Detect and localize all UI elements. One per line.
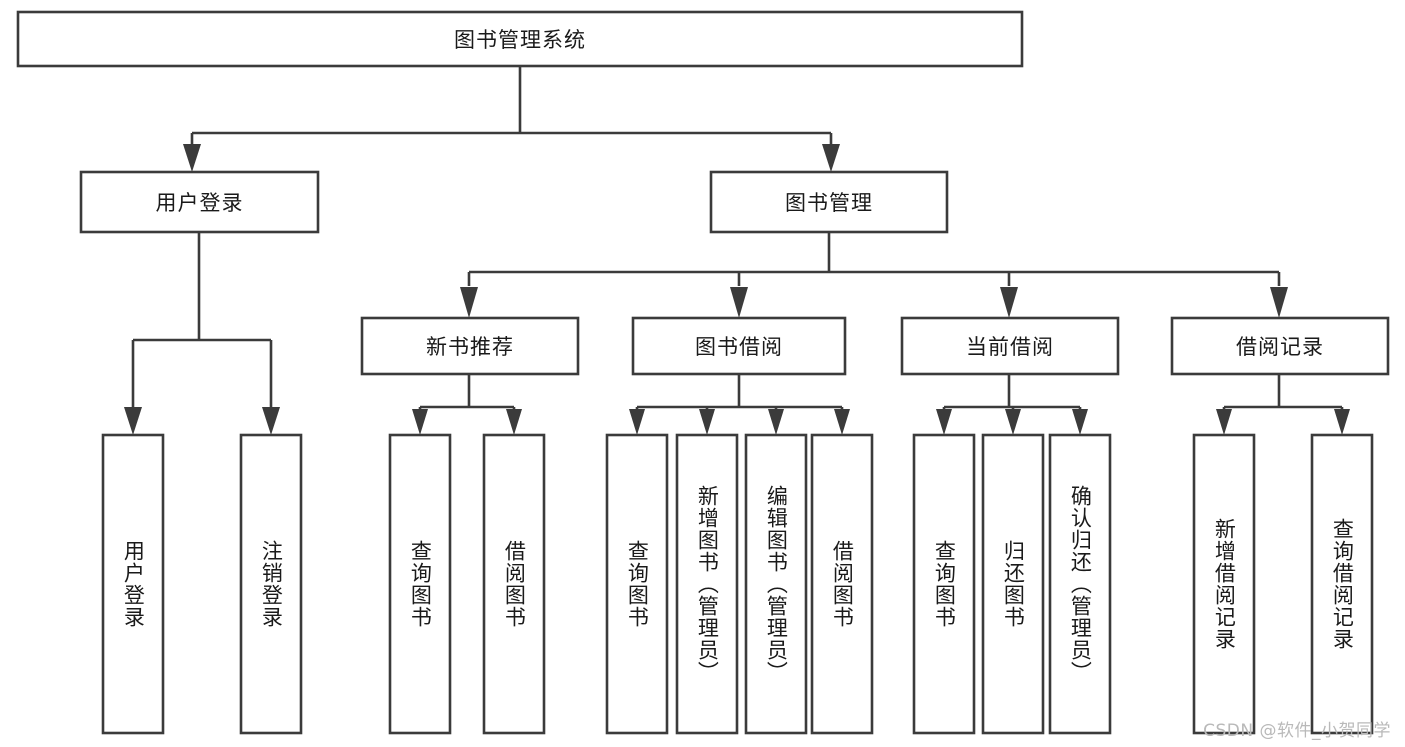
connector-newbook-to-leaves [412,374,522,435]
leaf-box[interactable] [482,433,546,735]
leaf-box[interactable] [810,433,874,735]
node-root[interactable] [16,10,1024,68]
connector-bookborrow-to-leaves [629,374,850,435]
leaf-box[interactable] [101,433,165,735]
connector-root-to-level2 [183,66,840,172]
node-book-management[interactable] [709,170,949,234]
connector-currentborrow-to-leaves [936,374,1088,435]
leaf-box[interactable] [1192,433,1256,735]
leaf-box[interactable] [605,433,669,735]
node-current-borrow[interactable] [900,316,1120,376]
leaf-box[interactable] [239,433,303,735]
leaf-box[interactable] [1048,433,1112,735]
leaf-box[interactable] [981,433,1045,735]
leaf-box[interactable] [1310,433,1374,735]
connector-borrowrecord-to-leaves [1216,374,1350,435]
csdn-watermark: CSDN @软件_小贺同学 [1203,721,1391,741]
leaf-box[interactable] [912,433,976,735]
node-user-login[interactable] [79,170,320,234]
leaf-box[interactable] [744,433,808,735]
node-borrow-record[interactable] [1170,316,1390,376]
leaf-box[interactable] [388,433,452,735]
node-new-book-recommend[interactable] [360,316,580,376]
connector-bookmgmt-to-level3 [460,232,1288,318]
connector-userlogin-to-leaves [124,232,280,435]
node-book-borrow[interactable] [631,316,847,376]
leaf-box[interactable] [675,433,739,735]
